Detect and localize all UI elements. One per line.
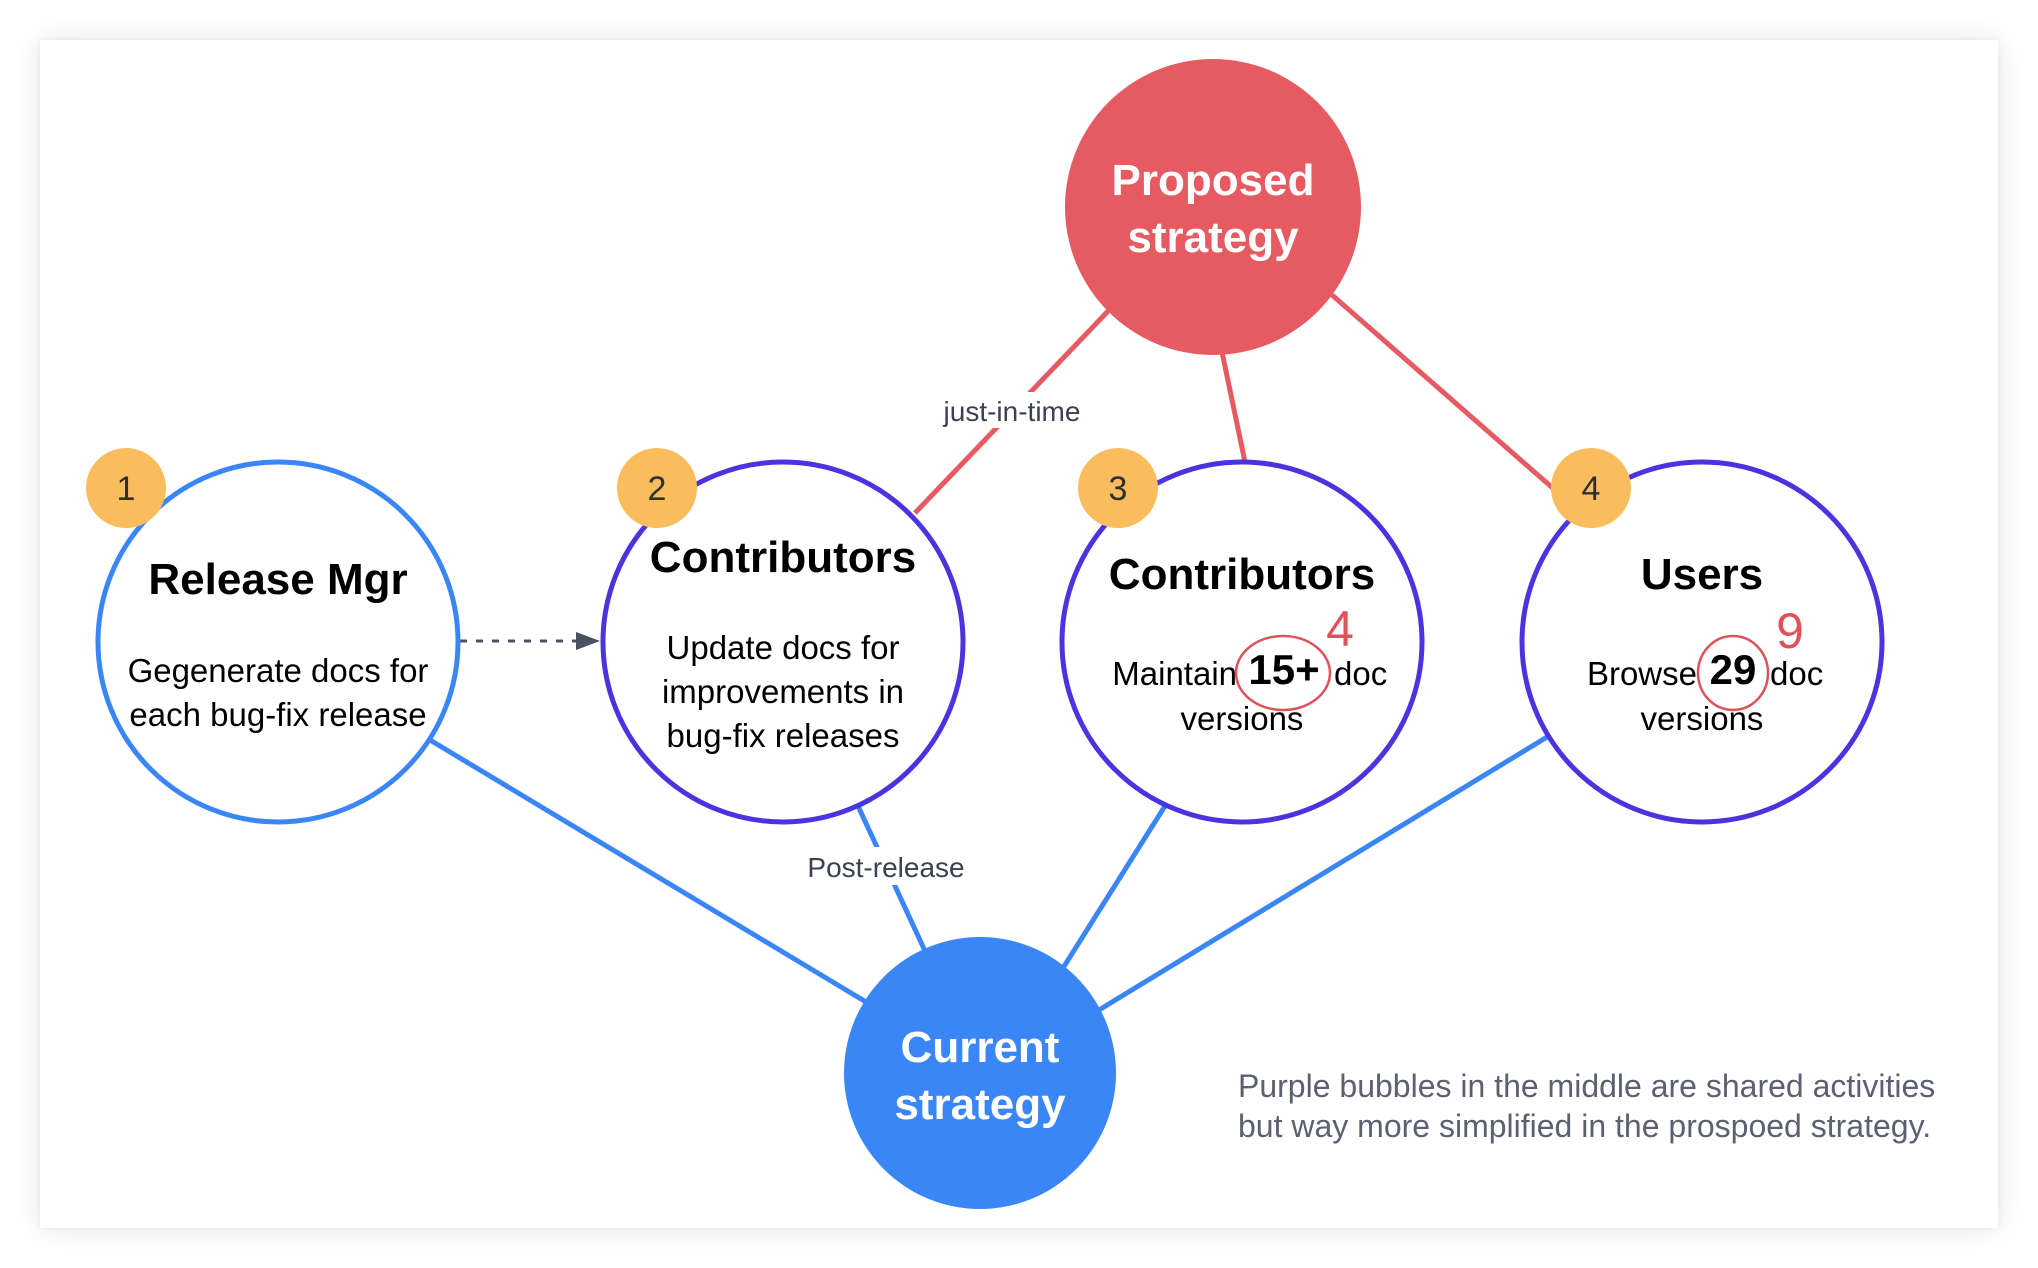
just-in-time-label-bg [928,392,1088,428]
bubble-1-line2: each bug-fix release [129,696,426,733]
bubble-3-title: Contributors [1109,550,1375,599]
bubble-2-line2: improvements in [662,673,904,710]
bubble-3-text-after: doc [1334,655,1387,692]
bubble-3-text-before: Maintain [1112,655,1237,692]
bubble-4-text-after: doc [1770,655,1823,692]
bubble-4-value: 29 [1710,646,1757,693]
bubble-3-line2: versions [1181,700,1304,737]
current-hub-line2: strategy [894,1080,1066,1129]
bubble-1-title: Release Mgr [148,555,407,604]
badge-2: 2 [617,448,697,528]
bubble-4-title: Users [1641,550,1763,599]
bubble-2-title: Contributors [650,533,916,582]
badge-3: 3 [1078,448,1158,528]
post-release-label-bg [796,847,976,885]
bubble-2-line1: Update docs for [667,629,900,666]
bubble-2-line3: bug-fix releases [667,717,900,754]
bubble-release-mgr: Release Mgr Gegenerate docs for each bug… [95,459,461,825]
bubble-4-line2: versions [1641,700,1764,737]
edge-release-mgr-to-current [428,737,868,1005]
edge-label-post-release: Post-release [807,852,964,883]
current-hub-line1: Current [901,1023,1060,1072]
badge-2-number: 2 [648,470,667,508]
badge-3-number: 3 [1109,470,1128,508]
note-line-1: Purple bubbles in the middle are shared … [1238,1068,1935,1104]
bubble-3-value-circle-annotation [1234,634,1332,712]
badge-1: 1 [86,448,166,528]
current-strategy-hub: Current strategy [844,937,1116,1209]
proposed-hub-line1: Proposed [1112,156,1315,205]
bubble-3-correction: 4 [1326,601,1354,657]
bubble-3-value: 15+ [1248,646,1319,693]
bubble-1-line1: Gegenerate docs for [128,652,429,689]
bubble-4-correction: 9 [1776,603,1804,659]
edge-proposed-to-users [1330,293,1557,492]
badge-4-number: 4 [1582,470,1601,508]
edge-label-just-in-time: just-in-time [943,396,1081,427]
edge-contributors-3-to-current [1060,804,1168,970]
bubble-contributors-update: Contributors Update docs for improvement… [600,459,966,825]
proposed-strategy-hub: Proposed strategy [1065,59,1361,355]
proposed-hub-line2: strategy [1127,213,1299,262]
badge-1-number: 1 [117,470,136,508]
bubble-4-value-circle-annotation [1696,634,1770,712]
badge-4: 4 [1551,448,1631,528]
edge-users-to-current [1097,734,1549,1013]
bubble-4-text-before: Browse [1587,655,1697,692]
bubble-contributors-maintain: Contributors Maintain 15+ doc versions 4 [1059,459,1425,825]
bubble-users: Users Browse 29 doc versions 9 [1519,459,1885,825]
note-line-2: but way more simplified in the prospoed … [1238,1108,1931,1144]
connectors [428,293,1557,1013]
arrowhead [576,632,600,650]
edge-proposed-to-contributors-3 [1219,351,1248,463]
